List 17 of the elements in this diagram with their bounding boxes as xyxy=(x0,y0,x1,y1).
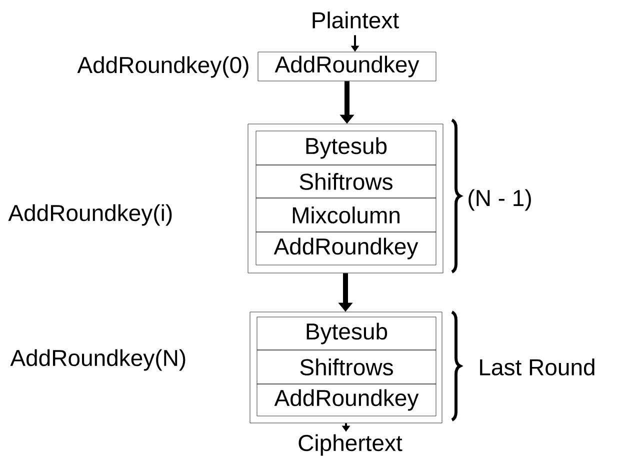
flow-label: Ciphertext xyxy=(298,434,402,456)
step-box: Mixcolumn xyxy=(256,198,436,232)
step-box: AddRoundkey xyxy=(258,52,436,82)
step-box: Shiftrows xyxy=(256,350,436,384)
side-label: AddRoundkey(i) xyxy=(8,204,172,226)
flow-label: Plaintext xyxy=(312,12,399,28)
side-label: AddRoundkey(0) xyxy=(77,56,248,78)
round-box xyxy=(250,312,442,424)
brace-label: Last Round xyxy=(480,358,594,376)
step-box: Bytesub xyxy=(256,316,436,350)
brace-label: (N - 1) xyxy=(468,189,531,211)
round-box xyxy=(248,124,444,274)
side-label: AddRoundkey(N) xyxy=(10,349,186,371)
step-box: Bytesub xyxy=(256,130,436,166)
step-box: AddRoundkey xyxy=(256,384,436,416)
step-box: Shiftrows xyxy=(256,164,436,198)
step-box: AddRoundkey xyxy=(256,232,436,266)
